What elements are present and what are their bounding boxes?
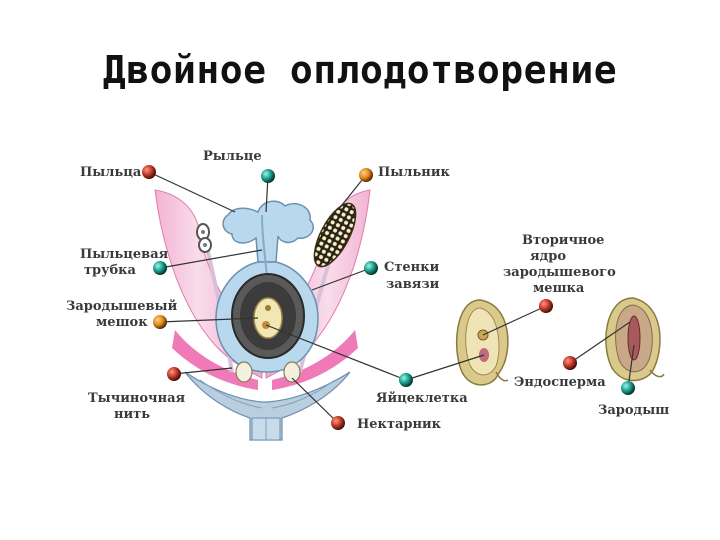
pin-stenki [364, 261, 378, 275]
label-stenki-2: завязи [386, 277, 440, 292]
labels: Пыльца Рыльце Пыльник Пыльцевая трубка С… [66, 149, 669, 432]
pins [142, 165, 635, 430]
label-endosperm: Эндосперма [514, 375, 606, 390]
label-rylce: Рыльце [203, 149, 262, 164]
label-stenki-1: Стенки [384, 260, 440, 275]
label-nit-2: нить [114, 407, 150, 422]
stigma [222, 200, 314, 263]
anther [313, 202, 357, 268]
label-vtor-4: мешка [533, 281, 585, 296]
pin-yaytse [399, 373, 413, 387]
pin-trubka [153, 261, 167, 275]
left-nectary [235, 361, 253, 383]
label-trubka-2: трубка [84, 263, 137, 278]
label-yaytse: Яйцеклетка [376, 391, 468, 406]
label-vtor-2: ядро [530, 249, 566, 264]
pin-meshok [153, 315, 167, 329]
right-nectary [283, 361, 301, 383]
pin-pylnik [359, 168, 373, 182]
label-nektarnik: Нектарник [357, 417, 442, 432]
mature-seed [605, 297, 665, 382]
label-pylnik: Пыльник [378, 165, 450, 180]
pin-nektarnik [331, 416, 345, 430]
label-nit-1: Тычиночная [88, 391, 186, 406]
embryo-sac [253, 297, 283, 339]
label-trubka-1: Пыльцевая [80, 247, 169, 262]
leader-lines [148, 171, 635, 424]
pin-endosperm [563, 356, 577, 370]
receptacle [184, 371, 351, 441]
label-vtor-1: Вторичное [522, 233, 604, 248]
label-meshok-2: мешок [96, 315, 148, 330]
label-zarodysh: Зародыш [598, 403, 669, 418]
label-meshok-1: Зародышевый [66, 299, 178, 314]
pin-rylce [261, 169, 275, 183]
pin-vtor [539, 299, 553, 313]
pin-pyltsa [142, 165, 156, 179]
pin-zarodysh [621, 381, 635, 395]
label-vtor-3: зародышевого [503, 265, 616, 280]
left-anther [196, 223, 212, 253]
flower [154, 189, 371, 441]
slide-title: Двойное оплодотворение [102, 48, 618, 92]
developing-seed [456, 299, 509, 386]
label-pyltsa: Пыльца [80, 165, 142, 180]
pin-nit [167, 367, 181, 381]
